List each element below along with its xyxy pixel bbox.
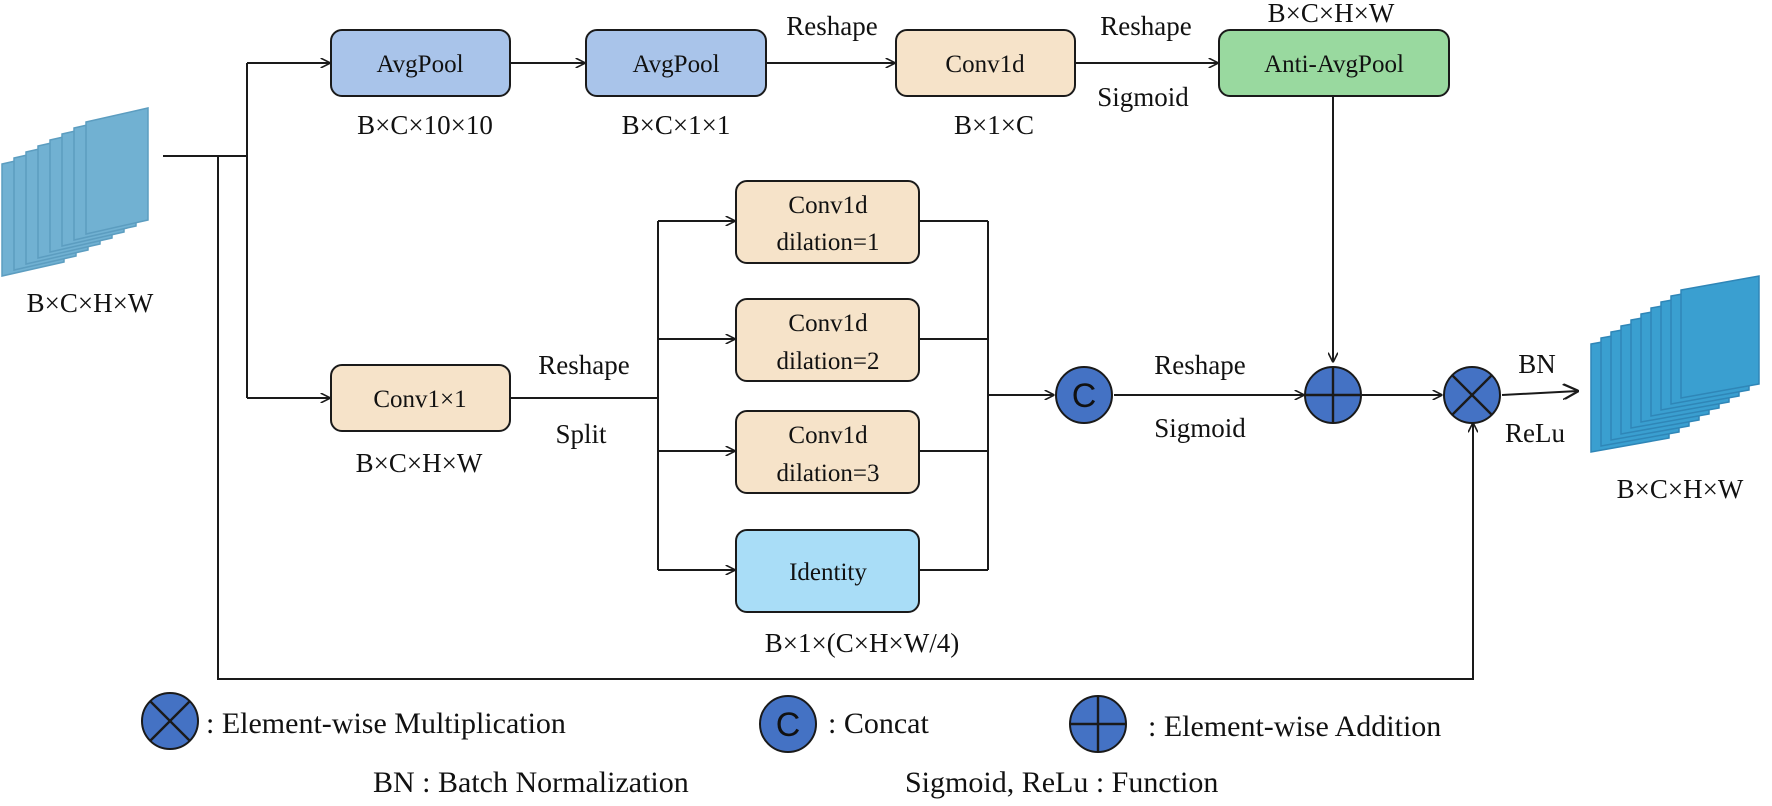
top-reshape2-label: Reshape — [1100, 11, 1191, 41]
conv1d-dilation-2-box: Conv1d dilation=2 — [735, 298, 920, 382]
connection-lines — [163, 63, 1578, 680]
concat-reshape-label: Reshape — [1154, 350, 1245, 380]
legend-concat-text: : Concat — [828, 707, 929, 740]
output-stack-layer — [1680, 275, 1760, 399]
conv1x1-dim: B×C×H×W — [356, 448, 483, 478]
legend-multiply-text: : Element-wise Multiplication — [206, 707, 566, 740]
legend: : Element-wise Multiplication C : Concat… — [141, 692, 1441, 799]
legend-multiply-icon — [141, 692, 199, 750]
dilation-3-line2: dilation=3 — [777, 460, 880, 487]
input-feature-map-icon — [1, 107, 149, 277]
identity-dim: B×1×(C×H×W/4) — [765, 628, 959, 658]
avgpool-1-label: AvgPool — [376, 51, 463, 78]
dilation-1-line2: dilation=1 — [777, 229, 880, 256]
legend-concat-letter: C — [776, 706, 801, 744]
identity-label: Identity — [789, 559, 867, 586]
legend-concat-icon: C — [759, 695, 817, 753]
conv1d-top-label: Conv1d — [945, 51, 1025, 78]
avgpool-box-1: AvgPool — [330, 29, 511, 97]
avgpool-2-dim: B×C×1×1 — [622, 110, 731, 140]
legend-add-icon — [1069, 695, 1127, 753]
input-dim-label: B×C×H×W — [27, 288, 154, 318]
conv1x1-box: Conv1×1 — [330, 364, 511, 432]
input-stack-layer — [85, 107, 149, 235]
avgpool-box-2: AvgPool — [585, 29, 767, 97]
conv1d-top-dim: B×1×C — [954, 110, 1034, 140]
dilation-1-line1: Conv1d — [788, 192, 868, 219]
avgpool-2-label: AvgPool — [632, 51, 719, 78]
legend-add-text: : Element-wise Addition — [1148, 710, 1441, 743]
anti-avgpool-box: Anti-AvgPool — [1218, 29, 1450, 97]
conv1d-box-top: Conv1d — [895, 29, 1076, 97]
avgpool-1-dim: B×C×10×10 — [357, 110, 493, 140]
dilation-2-line1: Conv1d — [788, 310, 868, 337]
dilation-3-line1: Conv1d — [788, 422, 868, 449]
conv1d-dilation-1-box: Conv1d dilation=1 — [735, 180, 920, 264]
conv1x1-label: Conv1×1 — [373, 386, 466, 413]
legend-function-text: Sigmoid, ReLu : Function — [905, 766, 1218, 799]
identity-box: Identity — [735, 529, 920, 613]
anti-avgpool-label: Anti-AvgPool — [1264, 51, 1404, 78]
relu-label: ReLu — [1505, 418, 1565, 448]
bn-label: BN — [1518, 349, 1556, 379]
top-reshape-label: Reshape — [786, 11, 877, 41]
concat-node-icon: C — [1055, 366, 1113, 424]
dilation-2-line2: dilation=2 — [777, 348, 880, 375]
output-dim-label: B×C×H×W — [1617, 474, 1744, 504]
element-wise-multiplication-node-icon — [1443, 366, 1501, 424]
mid-split-label: Split — [555, 419, 607, 449]
element-wise-addition-node-icon — [1304, 366, 1362, 424]
output-feature-map-icon — [1590, 275, 1760, 453]
conv1d-dilation-3-box: Conv1d dilation=3 — [735, 410, 920, 494]
top-sigmoid-label: Sigmoid — [1097, 82, 1189, 112]
anti-avgpool-dim: B×C×H×W — [1268, 0, 1395, 28]
legend-bn-text: BN : Batch Normalization — [373, 766, 689, 799]
concat-sigmoid-label: Sigmoid — [1154, 413, 1246, 443]
mid-reshape-label: Reshape — [538, 350, 629, 380]
concat-node-letter: C — [1072, 377, 1097, 415]
